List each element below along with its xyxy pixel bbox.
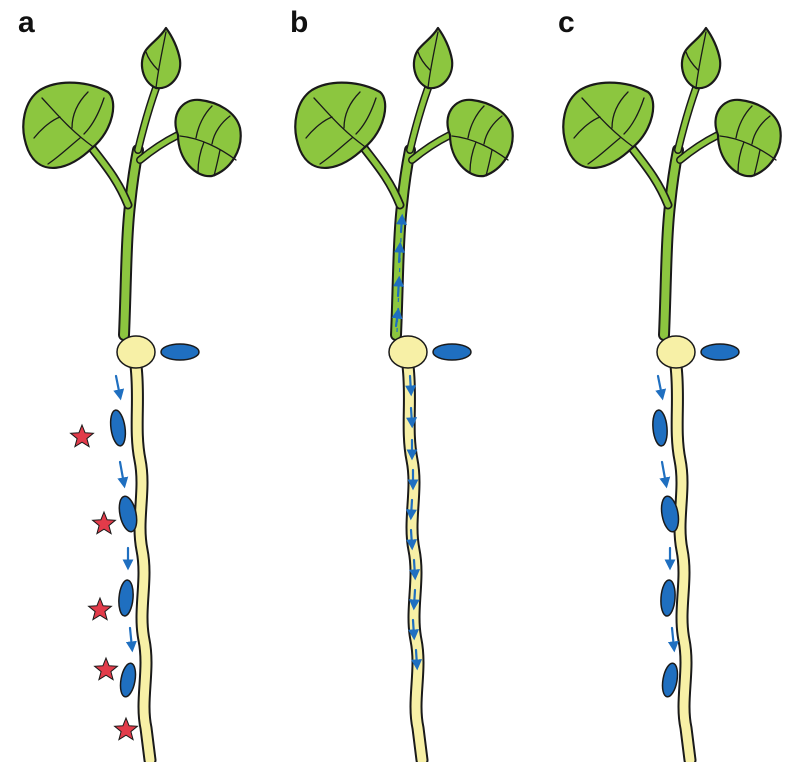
migration-arrow (120, 462, 124, 484)
migration-arrow (116, 376, 120, 396)
panel-label-a: a (18, 6, 35, 39)
left-petiole (92, 148, 128, 205)
internal-down-arrow (416, 650, 417, 666)
internal-up-arrow (398, 280, 399, 296)
blue-colony (651, 409, 668, 446)
blue-colony (117, 579, 134, 616)
internal-down-arrow (413, 620, 414, 636)
upper-stem (138, 88, 156, 150)
right-petiole (412, 135, 450, 160)
seed (117, 336, 155, 368)
left-petiole (632, 148, 668, 205)
internal-down-arrow (411, 408, 412, 424)
seed (657, 336, 695, 368)
migration-arrow (662, 462, 666, 484)
upper-stem (410, 88, 428, 150)
blue-inoculum (701, 344, 739, 360)
blue-colony (660, 580, 676, 617)
left-petiole (364, 148, 400, 205)
red-star (93, 512, 116, 534)
migration-arrow (130, 628, 132, 648)
internal-down-arrow (414, 590, 415, 606)
blue-colony (118, 662, 138, 698)
internal-down-arrow (411, 530, 412, 546)
panel-c: c (558, 6, 781, 760)
blue-inoculum (161, 344, 199, 360)
internal-down-arrow (414, 560, 415, 576)
blue-colony (660, 662, 680, 698)
plant-c (563, 28, 780, 760)
red-star (71, 425, 94, 447)
panel-a: a (18, 6, 241, 760)
plant-b (295, 28, 512, 760)
seed (389, 336, 427, 368)
red-star (89, 598, 112, 620)
red-star (115, 718, 138, 740)
panel-label-b: b (290, 6, 308, 39)
plant-a (23, 28, 240, 760)
blue-inoculum (433, 344, 471, 360)
red-star (95, 658, 118, 680)
internal-down-arrow (411, 500, 412, 516)
migration-arrow (658, 376, 662, 396)
right-petiole (680, 135, 718, 160)
migration-arrow (672, 628, 674, 648)
right-petiole (140, 135, 178, 160)
upper-stem (678, 88, 696, 150)
panel-b: b (290, 6, 513, 760)
panel-label-c: c (558, 6, 575, 39)
internal-down-arrow (410, 376, 411, 392)
blue-colony (109, 409, 128, 447)
